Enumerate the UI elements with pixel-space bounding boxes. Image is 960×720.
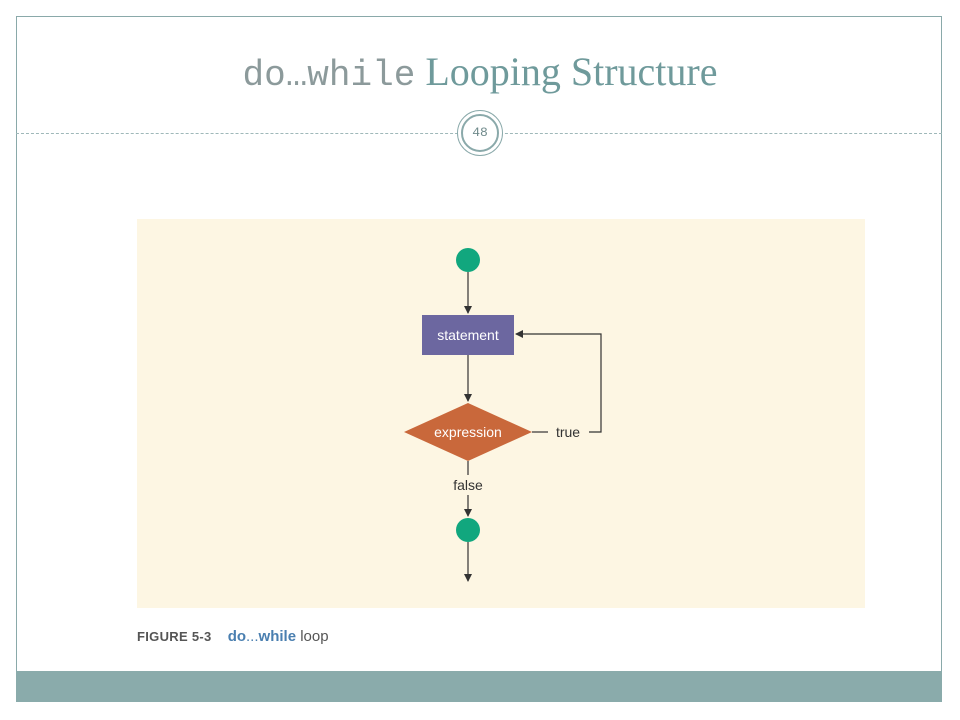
end-terminal xyxy=(456,518,480,542)
caption-ellipsis: ... xyxy=(246,628,259,645)
true-label: true xyxy=(556,424,580,440)
start-terminal xyxy=(456,248,480,272)
caption-keyword-while: while xyxy=(258,628,297,645)
page-number-badge: 48 xyxy=(457,110,503,156)
caption-suffix: loop xyxy=(296,628,329,645)
figure-caption: FIGURE 5-3 do...while loop xyxy=(137,628,329,645)
statement-label: statement xyxy=(437,327,499,343)
expression-label: expression xyxy=(434,424,502,440)
footer-bar xyxy=(16,671,942,702)
statement-box xyxy=(422,315,514,355)
loop-back-arrow xyxy=(515,330,602,433)
false-label: false xyxy=(453,477,483,493)
slide-title-text: Looping Structure xyxy=(425,49,718,94)
caption-keyword-do: do xyxy=(227,628,247,645)
expression-decision xyxy=(404,403,532,461)
slide-title-code: do…while xyxy=(242,55,416,96)
figure-number: FIGURE 5-3 xyxy=(137,629,212,644)
page-number: 48 xyxy=(461,114,499,152)
figure-panel: statement expression true false xyxy=(137,219,865,608)
slide-title: do…while Looping Structure xyxy=(0,46,960,102)
flowchart: statement expression true false xyxy=(404,248,602,582)
